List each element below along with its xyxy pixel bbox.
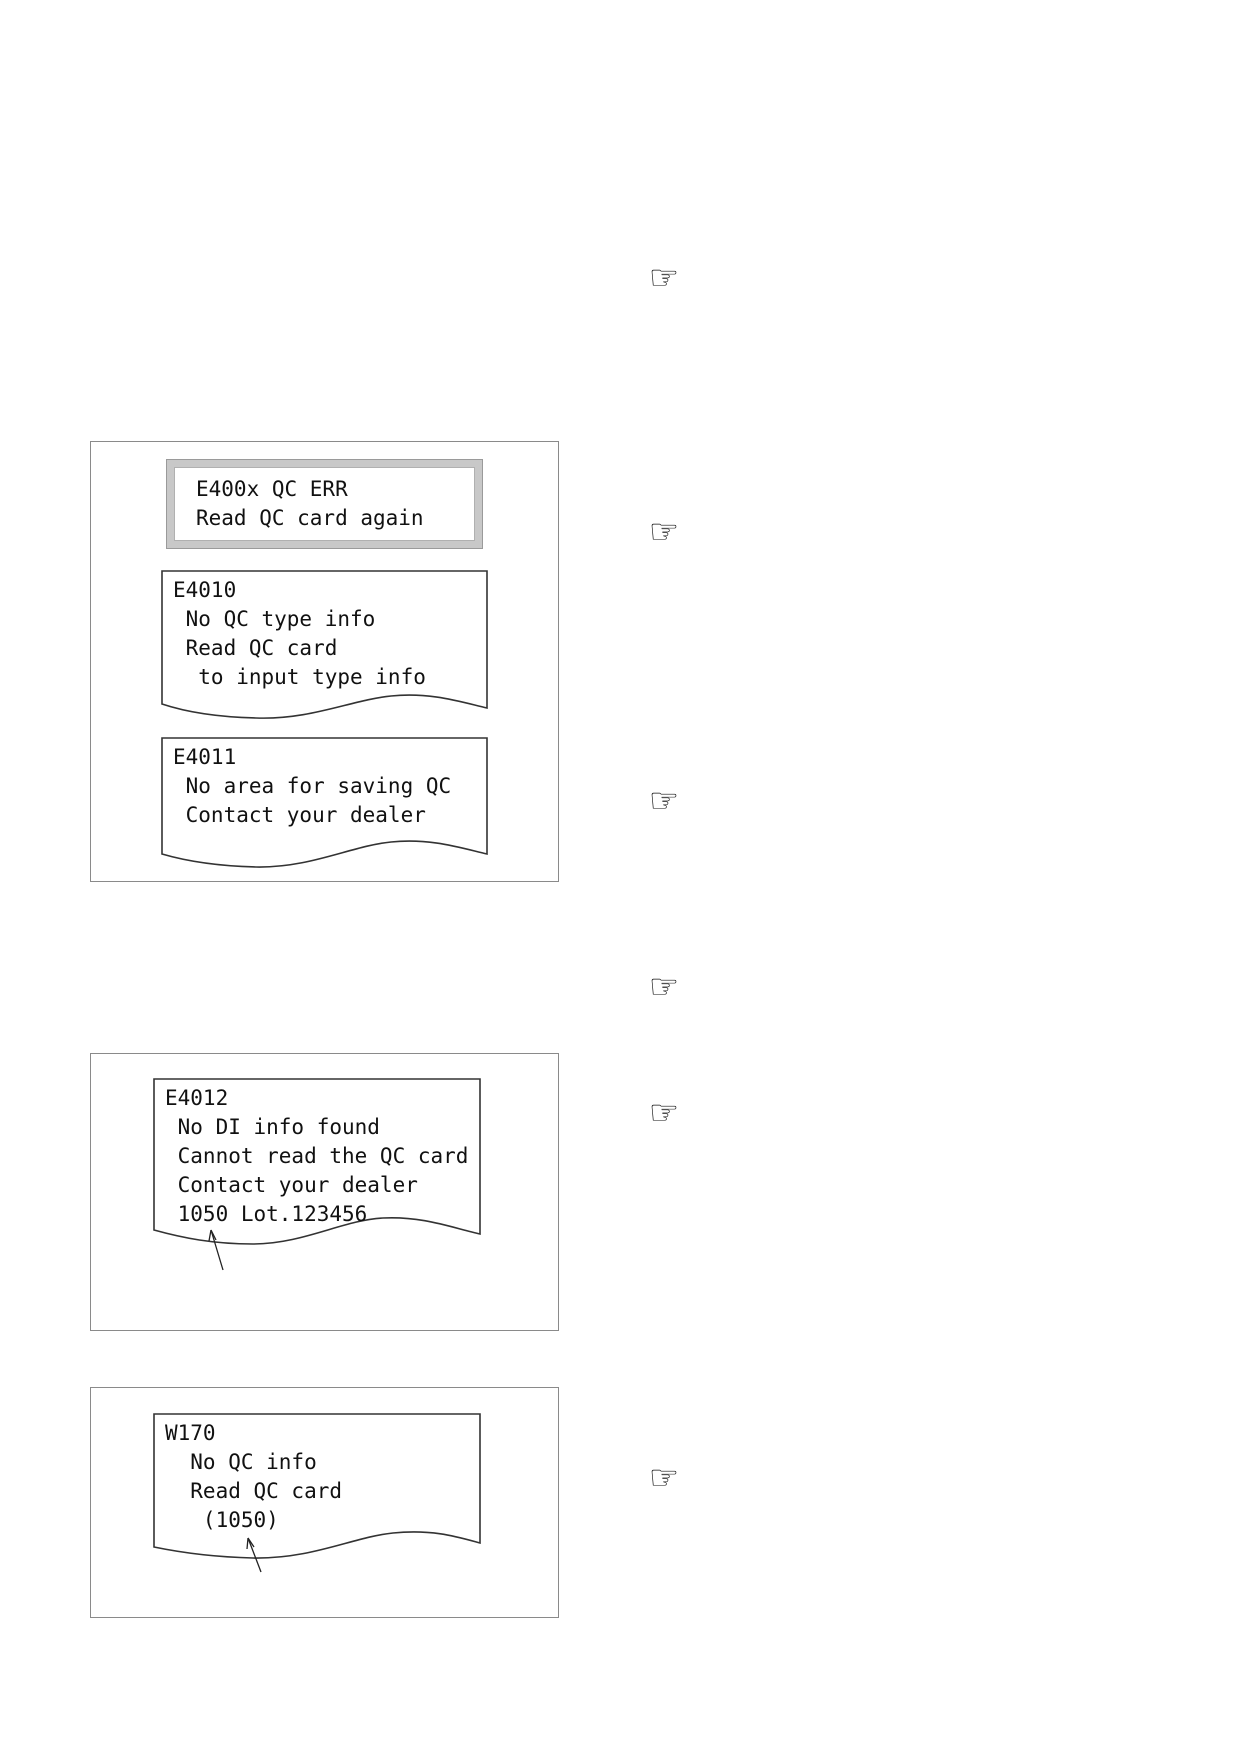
printout-e4011: E4011 No area for saving QC Contact your… bbox=[161, 737, 489, 869]
printout-paper-shape bbox=[161, 737, 488, 868]
pointing-hand-icon bbox=[642, 1093, 686, 1133]
printout-paper-shape bbox=[161, 570, 488, 719]
printout-w170: W170 No QC info Read QC card (1050) bbox=[153, 1413, 481, 1559]
pointing-hand-icon bbox=[642, 512, 686, 552]
printout-line: to input type info bbox=[198, 665, 426, 689]
lcd-line-1: E400x QC ERR bbox=[196, 477, 348, 501]
printout-error-code: W170 bbox=[165, 1421, 216, 1445]
printout-line: Read QC card bbox=[185, 636, 338, 660]
figure-e4012-printout: E4012 No DI info found Cannot read the Q… bbox=[90, 1053, 559, 1331]
lcd-display: E400x QC ERR Read QC card again bbox=[166, 459, 483, 549]
printout-line: No QC type info bbox=[185, 607, 376, 631]
printout-line: (1050) bbox=[202, 1508, 279, 1532]
figure-w170-printout: W170 No QC info Read QC card (1050) bbox=[90, 1387, 559, 1618]
pointing-hand-icon bbox=[642, 967, 686, 1007]
figure-qc-error-messages: E400x QC ERR Read QC card again E4010 No… bbox=[90, 441, 559, 882]
printout-error-code: E4012 bbox=[165, 1086, 229, 1110]
pointing-hand-icon bbox=[642, 781, 686, 821]
printout-line: Cannot read the QC card bbox=[177, 1144, 469, 1168]
pointing-hand-icon bbox=[642, 258, 686, 298]
printout-line: No QC info bbox=[190, 1450, 317, 1474]
printout-line: Read QC card bbox=[190, 1479, 342, 1503]
printout-e4010: E4010 No QC type info Read QC card to in… bbox=[161, 570, 489, 720]
pointing-hand-icon bbox=[642, 1458, 686, 1498]
printout-paper-shape bbox=[153, 1078, 481, 1245]
printout-line: Contact your dealer bbox=[177, 1173, 418, 1197]
printout-line: No area for saving QC bbox=[185, 774, 452, 798]
printout-line: 1050 Lot.123456 bbox=[177, 1202, 368, 1226]
printout-e4012: E4012 No DI info found Cannot read the Q… bbox=[153, 1078, 481, 1248]
printout-error-code: E4010 bbox=[173, 578, 237, 602]
lcd-line-2: Read QC card again bbox=[196, 506, 424, 530]
printout-paper-shape bbox=[153, 1413, 481, 1559]
printout-error-code: E4011 bbox=[173, 745, 237, 769]
printout-line: Contact your dealer bbox=[185, 803, 426, 827]
printout-line: No DI info found bbox=[177, 1115, 380, 1139]
